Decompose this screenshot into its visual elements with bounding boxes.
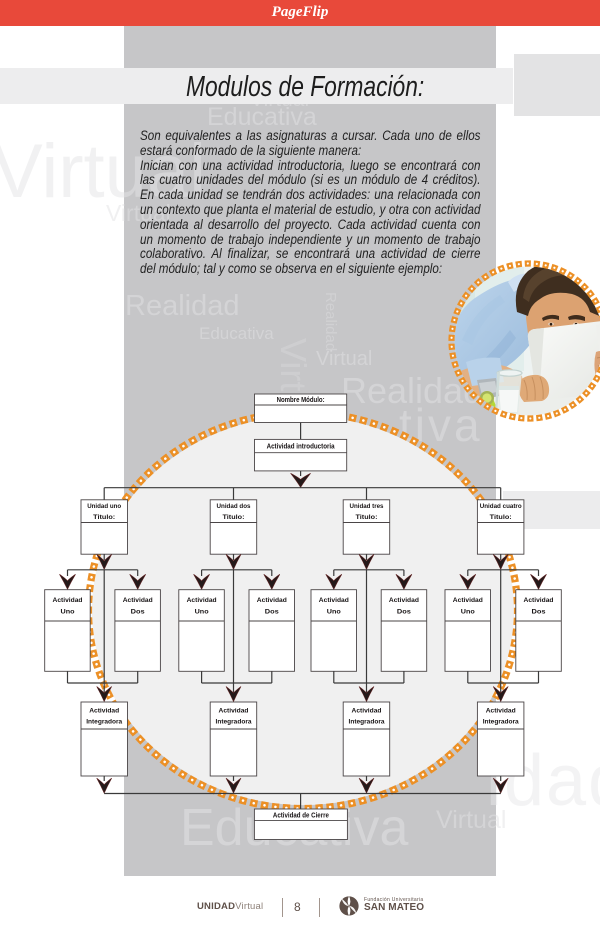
svg-text:Actividad: Actividad — [219, 707, 249, 714]
svg-text:Uno: Uno — [461, 608, 475, 615]
svg-text:Unidad dos: Unidad dos — [217, 503, 251, 510]
svg-text:Uno: Uno — [195, 608, 209, 615]
svg-text:Actividad: Actividad — [352, 707, 382, 714]
svg-text:Titulo:: Titulo: — [93, 514, 115, 521]
svg-text:Uno: Uno — [61, 608, 75, 615]
svg-text:Actividad: Actividad — [389, 597, 419, 604]
svg-text:Unidad cuatro: Unidad cuatro — [480, 503, 522, 510]
svg-text:Titulo:: Titulo: — [356, 514, 378, 521]
svg-text:Integradora: Integradora — [483, 719, 519, 726]
svg-text:Uno: Uno — [327, 608, 341, 615]
svg-text:Unidad tres: Unidad tres — [350, 503, 384, 510]
svg-text:Actividad de Cierre: Actividad de Cierre — [273, 811, 329, 820]
svg-text:Integradora: Integradora — [349, 719, 385, 726]
svg-text:Integradora: Integradora — [216, 719, 252, 726]
svg-text:Actividad: Actividad — [187, 597, 217, 604]
svg-text:Actividad: Actividad — [89, 707, 119, 714]
svg-text:Actividad: Actividad — [486, 707, 516, 714]
svg-text:Actividad: Actividad — [53, 597, 83, 604]
svg-text:Integradora: Integradora — [86, 719, 122, 726]
svg-text:Nombre Módulo:: Nombre Módulo: — [277, 395, 325, 404]
svg-text:Actividad: Actividad — [123, 597, 153, 604]
svg-text:Dos: Dos — [131, 608, 145, 615]
svg-text:Actividad: Actividad — [319, 597, 349, 604]
svg-text:Titulo:: Titulo: — [490, 514, 512, 521]
svg-text:Dos: Dos — [265, 608, 279, 615]
svg-text:Dos: Dos — [532, 608, 546, 615]
svg-text:Actividad: Actividad — [524, 597, 554, 604]
svg-text:Titulo:: Titulo: — [223, 514, 245, 521]
svg-text:Unidad uno: Unidad uno — [87, 503, 121, 510]
svg-text:Actividad: Actividad — [453, 597, 483, 604]
svg-text:Actividad: Actividad — [257, 597, 287, 604]
svg-text:Actividad introductoria: Actividad introductoria — [267, 442, 336, 451]
svg-text:Dos: Dos — [397, 608, 411, 615]
